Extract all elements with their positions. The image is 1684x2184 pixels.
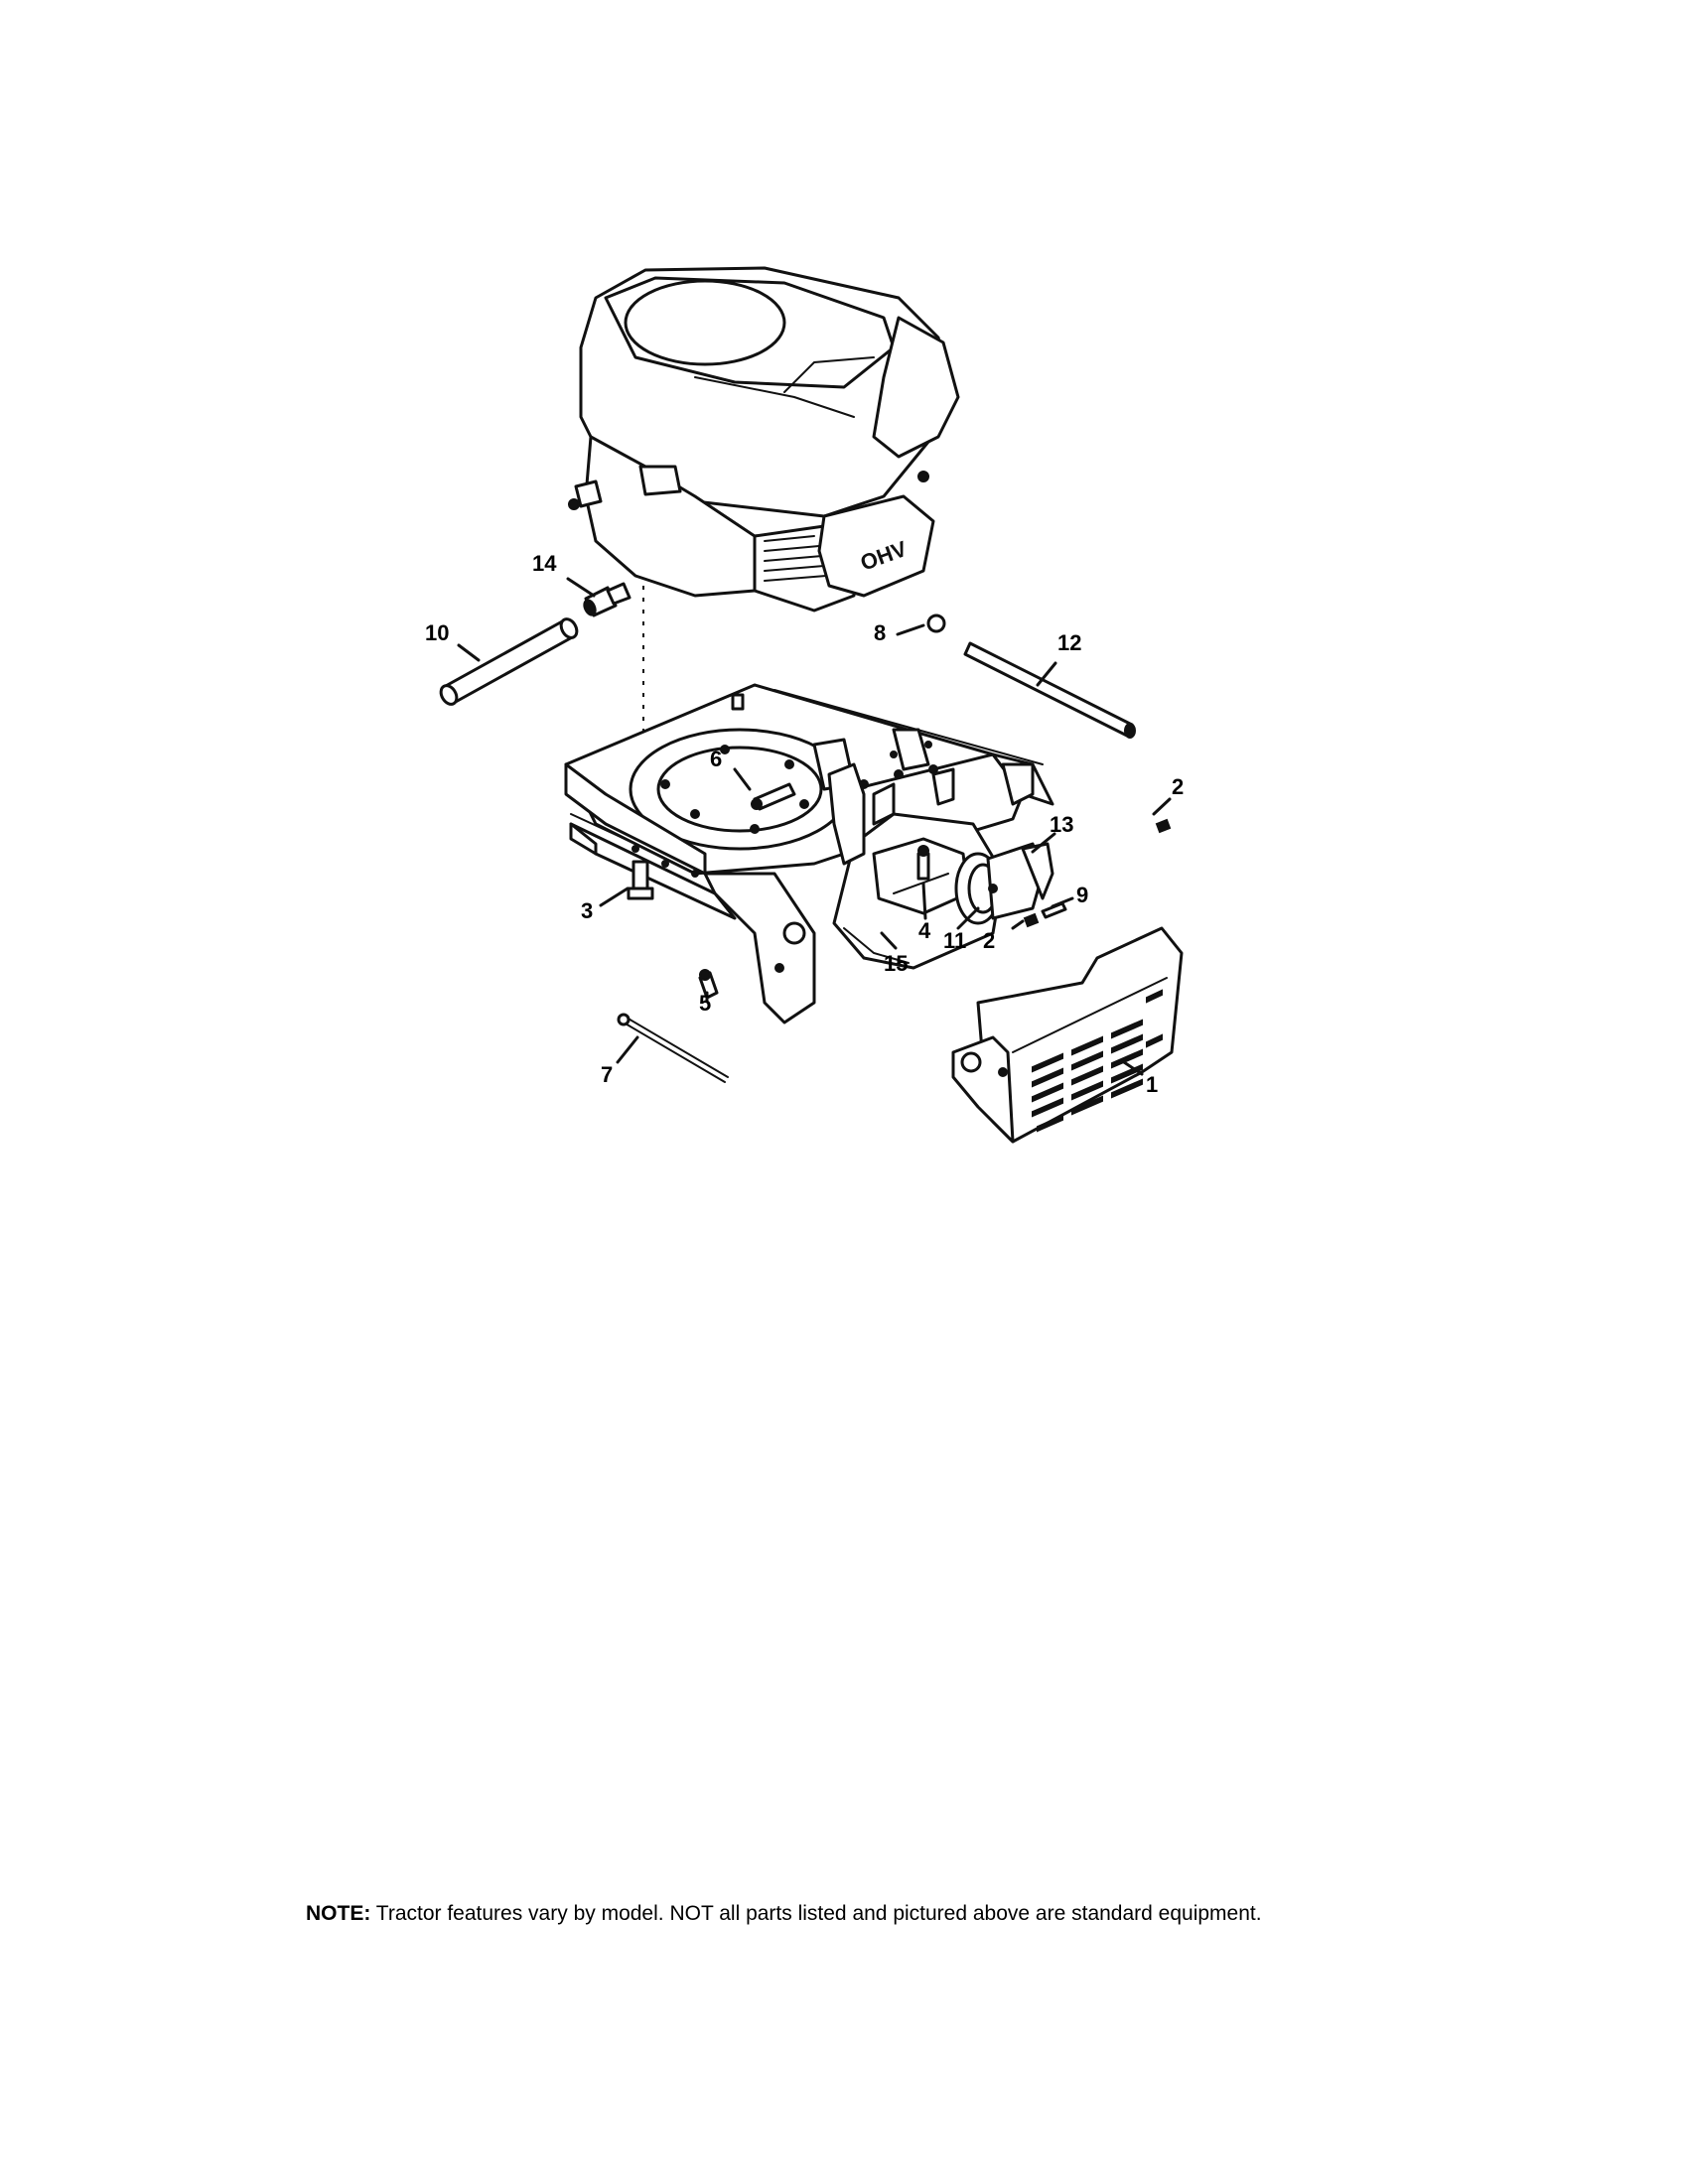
callout-5: 5: [699, 991, 711, 1016]
leader-lines: [457, 577, 1172, 1076]
part-5-bolt: [698, 969, 719, 1000]
part-10-tube: [439, 617, 579, 706]
callout-14: 14: [532, 551, 557, 576]
callout-1: 1: [1146, 1072, 1158, 1097]
callout-15: 15: [884, 951, 908, 976]
callout-8: 8: [874, 620, 886, 645]
callout-4: 4: [918, 918, 931, 943]
callout-7: 7: [601, 1062, 613, 1087]
callout-2-upper: 2: [1172, 774, 1184, 799]
pulley-assembly: [954, 842, 1054, 925]
heat-shield: [951, 926, 1184, 1144]
part-3-stud: [627, 860, 654, 900]
footnote: NOTE: Tractor features vary by model. NO…: [306, 1902, 1497, 1926]
part-2-screw-lower: [1023, 912, 1040, 928]
part-12-rod: [963, 641, 1136, 739]
callout-2-lower: 2: [983, 928, 995, 953]
grille-slots: [1032, 989, 1163, 1133]
part-2-screw-upper: [1155, 818, 1172, 834]
part-8-nut: [926, 614, 946, 633]
callout-10: 10: [425, 620, 449, 645]
note-label: NOTE:: [306, 1902, 371, 1925]
callout-11: 11: [943, 928, 966, 953]
part-4-bolt: [916, 845, 930, 881]
part-14-fitting: [583, 582, 632, 617]
muffler: [827, 728, 1005, 970]
engine: OHV: [568, 266, 960, 764]
callout-9: 9: [1076, 883, 1088, 907]
part-7-rod: [617, 1013, 729, 1083]
callout-labels: 14 10 8 12 2 6 13 9 3 4 11 2 15 5 7 1: [425, 551, 1184, 1097]
callout-6: 6: [710, 747, 722, 771]
callout-13: 13: [1050, 812, 1073, 837]
callout-3: 3: [581, 898, 593, 923]
part-6-bolt: [751, 782, 796, 811]
callout-12: 12: [1057, 630, 1081, 655]
note-text: Tractor features vary by model. NOT all …: [370, 1902, 1262, 1925]
